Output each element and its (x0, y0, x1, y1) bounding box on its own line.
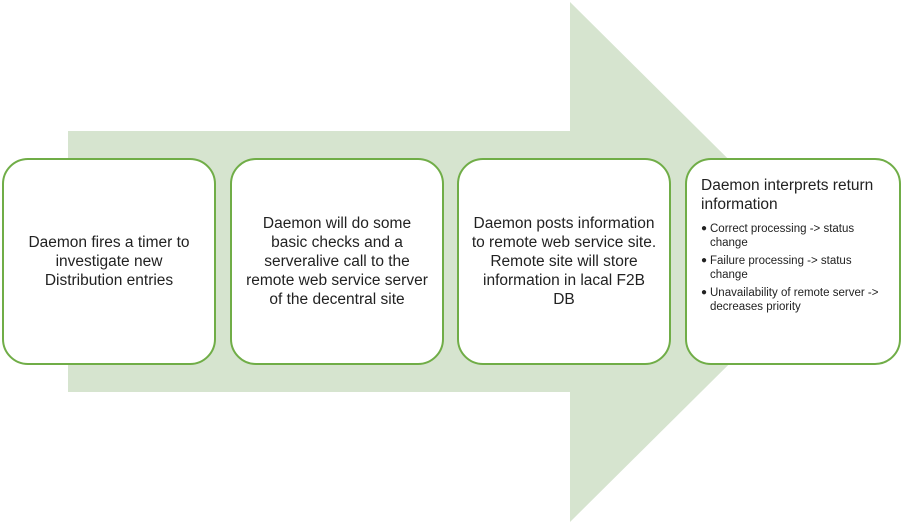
step-4-bullet-list: ● Correct processing -> status change ● … (701, 222, 889, 318)
step-2-text: Daemon will do some basic checks and a s… (246, 215, 428, 308)
bullet-text: Failure processing -> status change (710, 255, 852, 281)
bullet-icon: ● (701, 287, 708, 298)
step-4-box: Daemon interprets return information ● C… (685, 158, 901, 365)
bullet-item: ● Unavailability of remote server -> dec… (701, 286, 889, 314)
arrow-shape (68, 2, 832, 522)
step-4-heading: Daemon interprets return information (701, 177, 874, 213)
bullet-item: ● Correct processing -> status change (701, 222, 889, 250)
step-2-box: Daemon will do some basic checks and a s… (230, 158, 444, 365)
bullet-icon: ● (701, 255, 708, 266)
bullet-text: Correct processing -> status change (710, 223, 855, 249)
step-3-text: Daemon posts information to remote web s… (471, 215, 657, 308)
step-1-box: Daemon fires a timer to investigate new … (2, 158, 216, 365)
bullet-item: ● Failure processing -> status change (701, 254, 889, 282)
bullet-text: Unavailability of remote server -> decre… (710, 287, 879, 313)
step-1-text: Daemon fires a timer to investigate new … (28, 234, 190, 289)
bullet-icon: ● (701, 223, 708, 234)
step-3-box: Daemon posts information to remote web s… (457, 158, 671, 365)
